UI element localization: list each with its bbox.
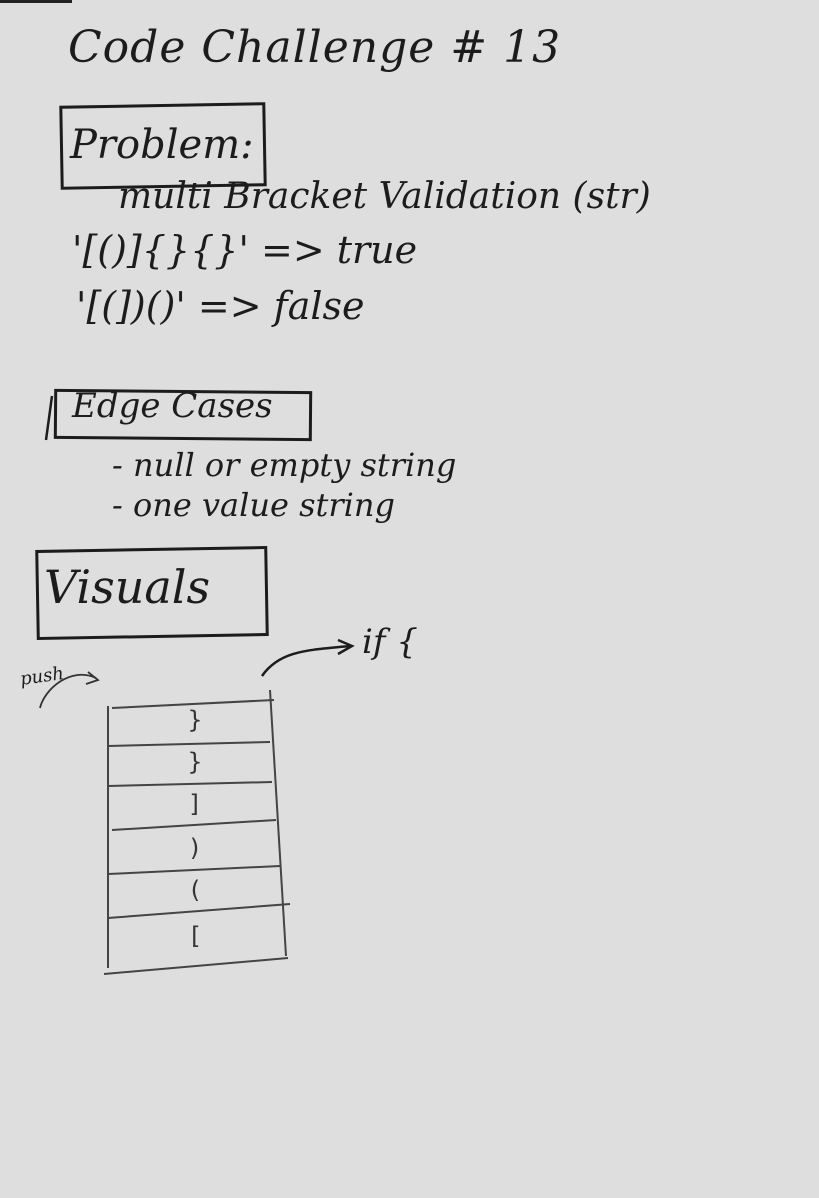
stack-divider — [103, 957, 289, 975]
page-title: Code Challenge # 13 — [68, 22, 562, 73]
edge-case-item: - null or empty string — [112, 446, 457, 484]
edge-case-item: - one value string — [112, 486, 395, 524]
problem-heading: Problem: — [70, 122, 254, 168]
push-arrow-head — [85, 671, 100, 685]
push-arrow-line — [39, 673, 97, 709]
arrow-head — [337, 638, 355, 656]
function-signature: multi Bracket Validation (str) — [118, 176, 651, 217]
stack-divider — [107, 741, 271, 747]
stack-cell: ) — [187, 834, 203, 862]
stack-cell: ] — [187, 790, 203, 818]
stack-cell: [ — [187, 922, 203, 950]
stack-cell: } — [187, 706, 203, 734]
example-true: '[()]{}{}' => true — [72, 228, 418, 272]
top-edge-mark — [0, 0, 72, 3]
example-false: '[(])()' => false — [76, 284, 365, 328]
stack-divider — [107, 903, 291, 919]
stack-cell: } — [187, 748, 203, 776]
visuals-heading: Visuals — [44, 560, 211, 614]
stack-cell: ( — [187, 876, 203, 904]
edge-cases-heading: Edge Cases — [72, 386, 273, 426]
stack-divider — [107, 865, 281, 875]
stack-divider — [111, 819, 277, 831]
stack-divider — [107, 781, 273, 787]
arrow-line — [260, 644, 351, 677]
stack-divider — [111, 699, 275, 709]
stack-right-wall — [269, 689, 287, 957]
edge-box-tick — [44, 395, 54, 441]
arrow-label: if { — [362, 622, 418, 662]
